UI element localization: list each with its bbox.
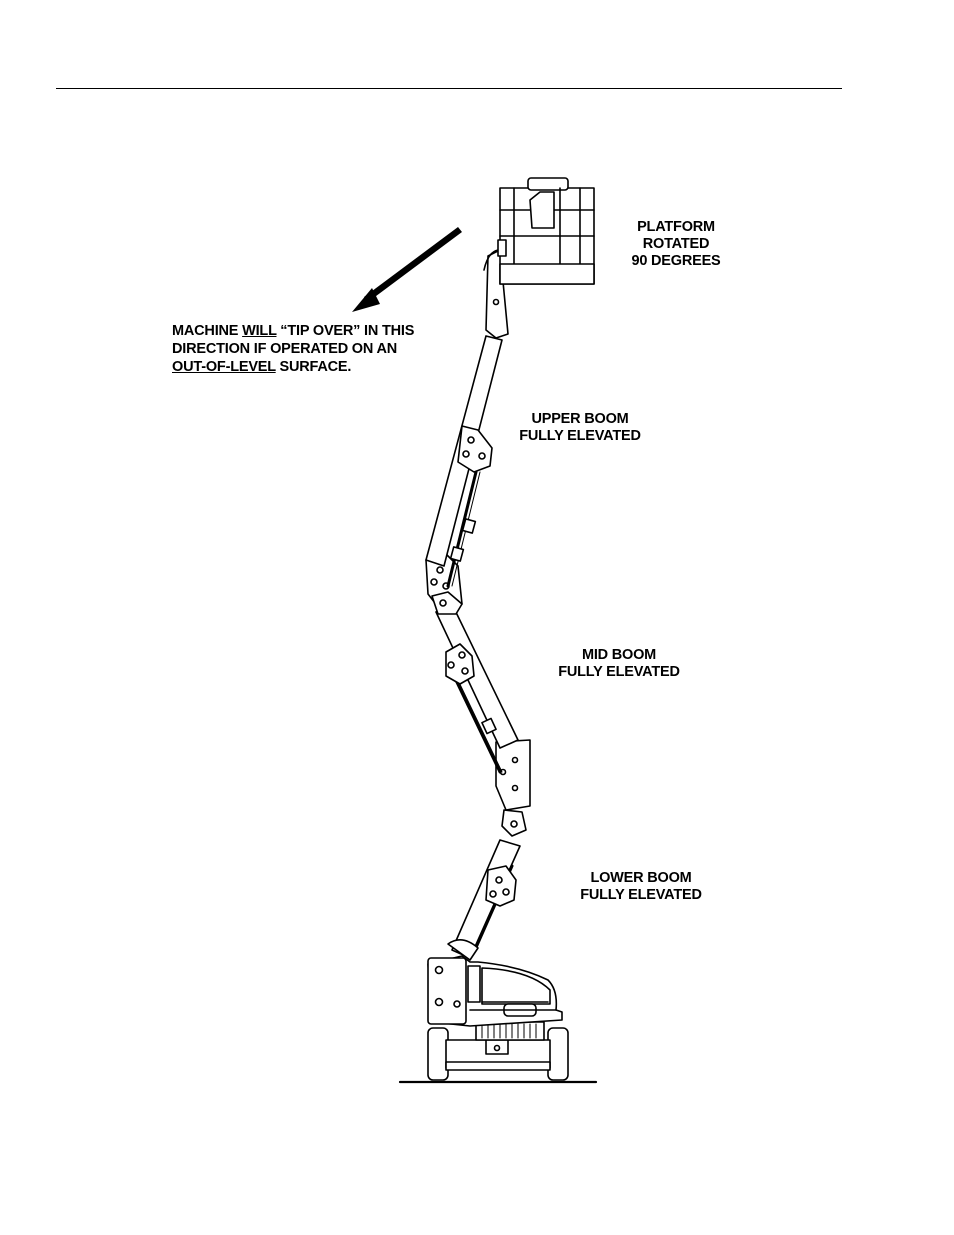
upper-boom-label: UPPER BOOM FULLY ELEVATED [519,411,641,444]
lower-boom-plate [485,865,517,907]
mid-boom-label: MID BOOM FULLY ELEVATED [558,647,680,680]
knuckle-lower [495,739,531,811]
warning-line-1: MACHINE WILL “TIP OVER” IN THIS [172,323,415,339]
tip-direction-arrow [352,227,462,312]
warning-line-3: OUT-OF-LEVEL SURFACE. [172,359,352,375]
header-rule [56,88,842,89]
warning-line-2: DIRECTION IF OPERATED ON AN [172,341,397,357]
tip-over-warning: MACHINE WILL “TIP OVER” IN THIS DIRECTIO… [172,322,414,376]
platform-gate [529,191,555,229]
right-wheel [547,1027,569,1081]
left-wheel [427,1027,449,1081]
upper-boom-plate [457,425,493,473]
platform-label: PLATFORM ROTATED 90 DEGREES [631,219,721,269]
lower-boom-label: LOWER BOOM FULLY ELEVATED [580,870,702,903]
